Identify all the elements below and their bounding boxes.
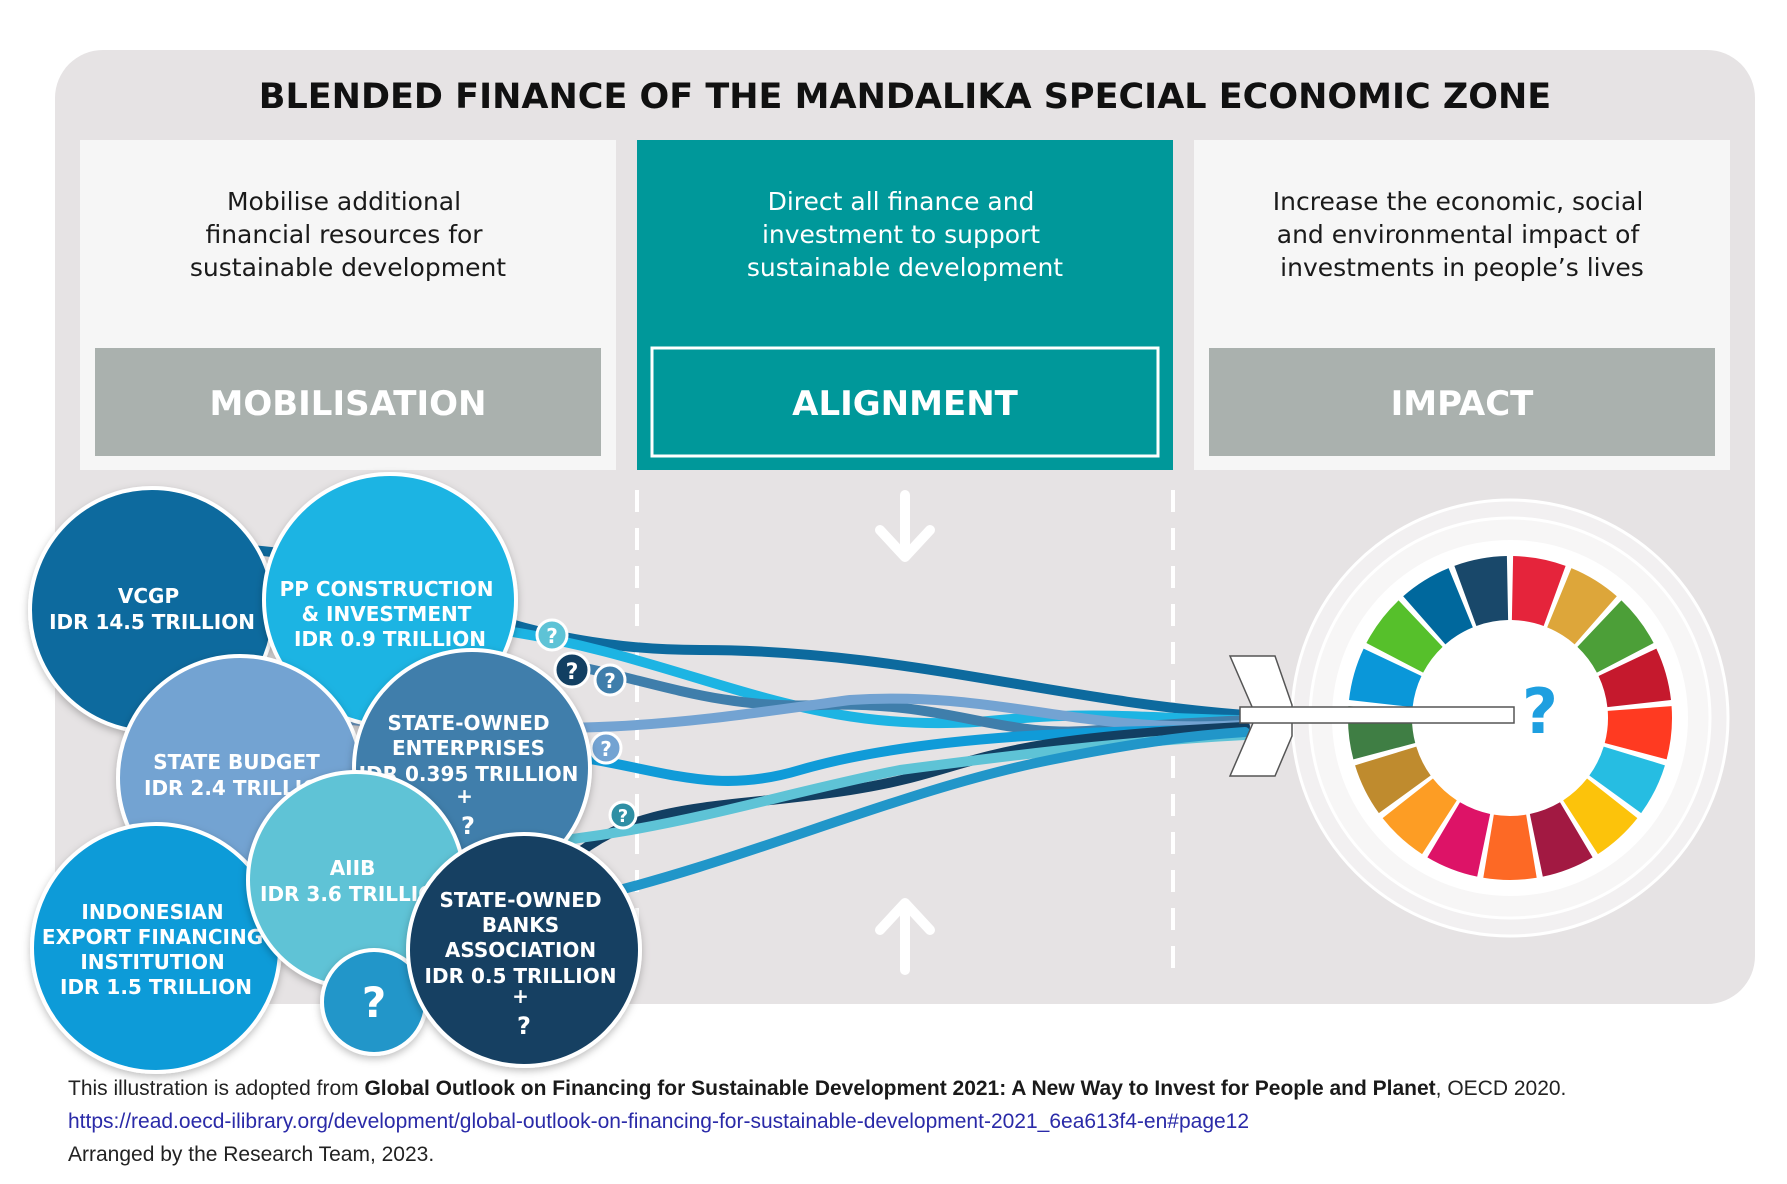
credits-suffix: , OECD 2020.: [1435, 1077, 1567, 1100]
credits-line-link: https://read.oecd-ilibrary.org/developme…: [68, 1105, 1748, 1138]
impact-label: IMPACT: [1391, 384, 1535, 424]
impact-band: [1209, 348, 1715, 456]
sdg-segment: [1349, 648, 1422, 708]
source-label-line: AIIB: [330, 856, 376, 880]
sdg-segment: [1598, 648, 1671, 708]
source-label-line: ?: [461, 812, 475, 840]
impact-description-line: Increase the economic, social: [1273, 187, 1644, 216]
question-mark: ?: [618, 806, 628, 827]
source-label-line: ENTERPRISES: [392, 736, 545, 760]
source-label-line: INDONESIAN: [81, 900, 223, 924]
sdg-segment: [1403, 568, 1473, 645]
question-bubble: ?: [608, 800, 638, 830]
source-label-line: BANKS: [482, 913, 559, 937]
alignment-description-line: Direct all finance and: [768, 187, 1035, 216]
sdg-segment: [1427, 802, 1491, 877]
alignment-description-line: sustainable development: [747, 253, 1063, 282]
question-bubbles: ? ? ? ? ?: [535, 618, 638, 830]
source-label-line: ASSOCIATION: [445, 938, 596, 962]
source-circles: VCGP IDR 14.5 TRILLION PP CONSTRUCTION &…: [28, 472, 642, 1074]
question-bubble: ?: [589, 731, 623, 765]
source-label-line: IDR 0.5 TRILLION: [425, 964, 617, 988]
target-question-mark: ?: [1522, 675, 1558, 748]
mobilisation-description-line: Mobilise additional: [227, 187, 461, 216]
source-label-line: IDR 1.5 TRILLION: [60, 975, 252, 999]
question-mark: ?: [600, 737, 612, 761]
alignment-description: Direct all finance and investment to sup…: [747, 187, 1063, 282]
source-label-line: STATE-OWNED: [387, 711, 549, 735]
source-label: PP CONSTRUCTION & INVESTMENT IDR 0.9 TRI…: [280, 577, 501, 651]
impact-description-line: investments in people’s lives: [1280, 253, 1644, 282]
source-link[interactable]: https://read.oecd-ilibrary.org/developme…: [68, 1110, 1250, 1133]
source-label-line: EXPORT FINANCING: [42, 925, 263, 949]
source-label-line: IDR 0.9 TRILLION: [294, 627, 486, 651]
source-unknown: ?: [320, 948, 428, 1056]
source-label-line: STATE BUDGET: [153, 750, 320, 774]
question-bubble: ?: [535, 618, 569, 652]
alignment-band: [650, 346, 1160, 458]
sdg-segment: [1382, 778, 1457, 855]
sdg-segment: [1454, 556, 1509, 626]
source-label-line: PP CONSTRUCTION: [280, 577, 494, 601]
source-label-line: +: [512, 984, 529, 1008]
mobilisation-label: MOBILISATION: [210, 384, 487, 424]
column-mobilisation: Mobilise additional financial resources …: [80, 140, 616, 470]
source-label: VCGP IDR 14.5 TRILLION: [49, 584, 255, 634]
credits-publication-title: Global Outlook on Financing for Sustaina…: [364, 1077, 1436, 1100]
credits-line-arranged: Arranged by the Research Team, 2023.: [68, 1143, 435, 1166]
arrow-down-icon: [875, 490, 935, 562]
sdg-segment: [1483, 814, 1537, 881]
impact-description: Increase the economic, social and enviro…: [1273, 187, 1651, 282]
source-state-owned-banks: STATE-OWNED BANKS ASSOCIATION IDR 0.5 TR…: [406, 832, 642, 1068]
source-label-line: ?: [362, 978, 386, 1027]
source-label: ?: [362, 978, 386, 1027]
flow-line: [495, 625, 1250, 729]
sdg-segment: [1604, 706, 1673, 760]
source-label-line: ?: [517, 1012, 531, 1040]
alignment-label: ALIGNMENT: [792, 384, 1019, 424]
sdg-segment: [1511, 556, 1566, 626]
mobilisation-description: Mobilise additional financial resources …: [190, 187, 506, 282]
diagram-title: BLENDED FINANCE OF THE MANDALIKA SPECIAL…: [259, 77, 1551, 117]
arrow-up-icon: [875, 898, 935, 975]
credits: This illustration is adopted from Global…: [68, 1072, 1748, 1171]
dart-arrow: [1228, 655, 1515, 777]
source-label-line: STATE-OWNED: [439, 888, 601, 912]
question-bubble: ?: [553, 651, 591, 689]
mobilisation-band: [95, 348, 601, 456]
question-mark: ?: [566, 660, 579, 685]
flow-line: [575, 727, 1250, 905]
source-label-line: VCGP: [118, 584, 179, 608]
flow-line: [565, 722, 1250, 865]
source-label: INDONESIAN EXPORT FINANCING INSTITUTION …: [42, 900, 270, 999]
source-label-line: INSTITUTION: [80, 950, 224, 974]
credits-prefix: This illustration is adopted from: [68, 1077, 365, 1100]
sdg-segment: [1563, 778, 1638, 855]
sdg-segment: [1547, 568, 1617, 645]
source-label-line: & INVESTMENT: [302, 602, 472, 626]
source-label-line: +: [456, 784, 473, 808]
column-alignment: Direct all finance and investment to sup…: [637, 140, 1173, 470]
source-label-line: IDR 14.5 TRILLION: [49, 610, 255, 634]
sdg-segment: [1529, 802, 1593, 877]
dart-shaft: [1239, 706, 1515, 724]
question-bubble: ?: [593, 663, 627, 697]
column-impact: Increase the economic, social and enviro…: [1194, 140, 1730, 470]
mobilisation-description-line: sustainable development: [190, 253, 506, 282]
sdg-wheel: [1347, 556, 1673, 881]
sdg-segment: [1577, 600, 1654, 673]
source-label: STATE-OWNED BANKS ASSOCIATION IDR 0.5 TR…: [425, 888, 624, 1040]
mobilisation-description-line: financial resources for: [205, 220, 483, 249]
source-indonesian-export-financing: INDONESIAN EXPORT FINANCING INSTITUTION …: [30, 822, 282, 1074]
question-mark: ?: [604, 669, 616, 693]
question-mark: ?: [546, 624, 558, 648]
sdg-segment: [1366, 600, 1443, 673]
impact-description-line: and environmental impact of: [1277, 220, 1641, 249]
sdg-segment: [1355, 746, 1431, 814]
credits-line-source: This illustration is adopted from Global…: [68, 1072, 1748, 1105]
sdg-segment: [1589, 746, 1665, 814]
alignment-description-line: investment to support: [762, 220, 1040, 249]
